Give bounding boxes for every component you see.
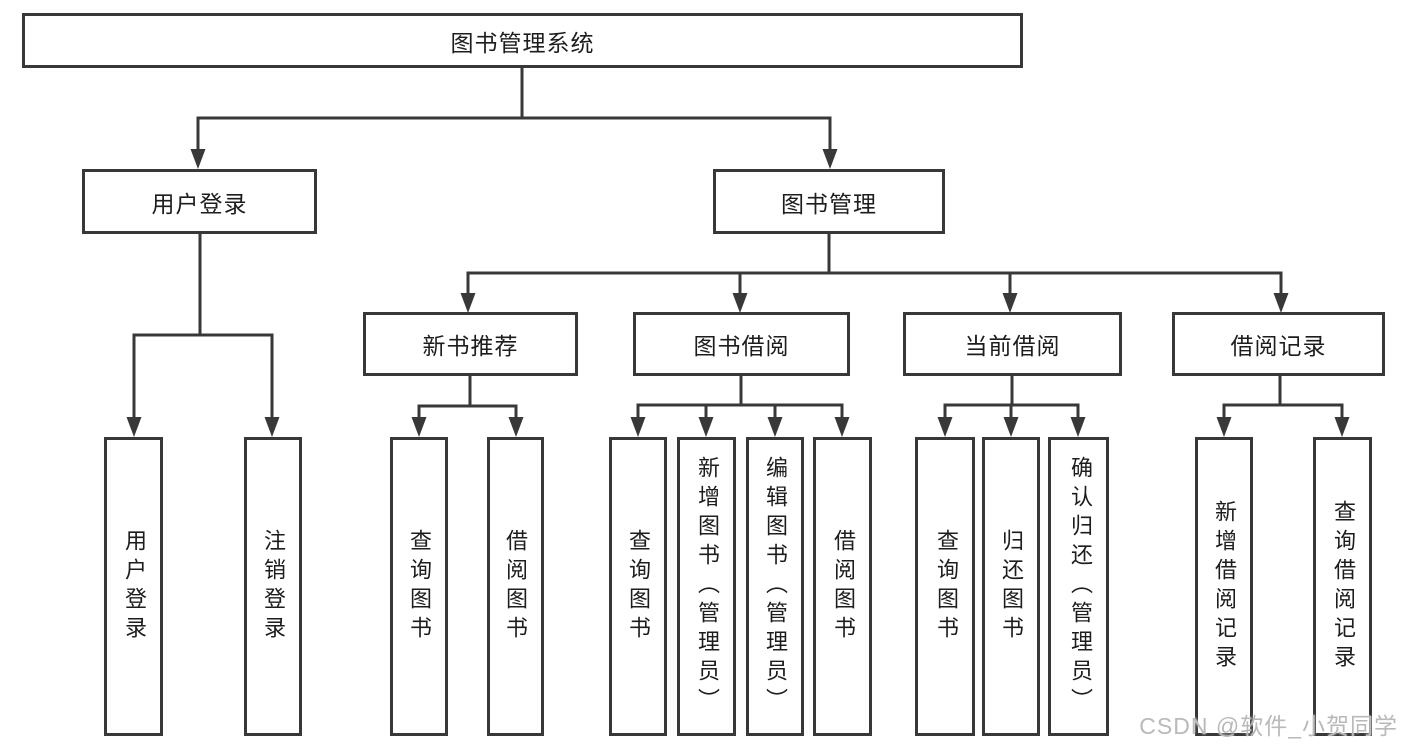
leaf-current-query-books: 查询图书 <box>915 437 975 736</box>
leaf-current-return-books: 归还图书 <box>982 437 1040 736</box>
leaf-records-query-borrow-record: 查询借阅记录 <box>1313 437 1372 736</box>
node-book-borrow: 图书借阅 <box>633 312 850 376</box>
node-book-management: 图书管理 <box>713 169 945 234</box>
leaf-newbook-borrow-books: 借阅图书 <box>487 437 544 736</box>
leaf-records-add-borrow-record: 新增借阅记录 <box>1195 437 1253 736</box>
node-new-book-recommend: 新书推荐 <box>363 312 578 376</box>
node-root: 图书管理系统 <box>22 13 1023 68</box>
leaf-newbook-query-books: 查询图书 <box>390 437 448 736</box>
leaf-borrow-edit-books-admin: 编辑图书（管理员） <box>746 437 804 736</box>
leaf-login-user-login: 用户登录 <box>104 437 163 736</box>
node-current-borrow: 当前借阅 <box>903 312 1122 376</box>
leaf-borrow-borrow-books: 借阅图书 <box>813 437 872 736</box>
arrowheads <box>126 149 1350 437</box>
leaf-login-logout: 注销登录 <box>244 437 302 736</box>
watermark: CSDN @软件_小贺同学 <box>1139 713 1398 739</box>
leaf-borrow-add-books-admin: 新增图书（管理员） <box>677 437 736 736</box>
leaf-borrow-query-books: 查询图书 <box>609 437 667 736</box>
node-borrow-records: 借阅记录 <box>1172 312 1385 376</box>
leaf-current-confirm-return-admin: 确认归还（管理员） <box>1048 437 1109 736</box>
node-user-login: 用户登录 <box>82 169 317 234</box>
